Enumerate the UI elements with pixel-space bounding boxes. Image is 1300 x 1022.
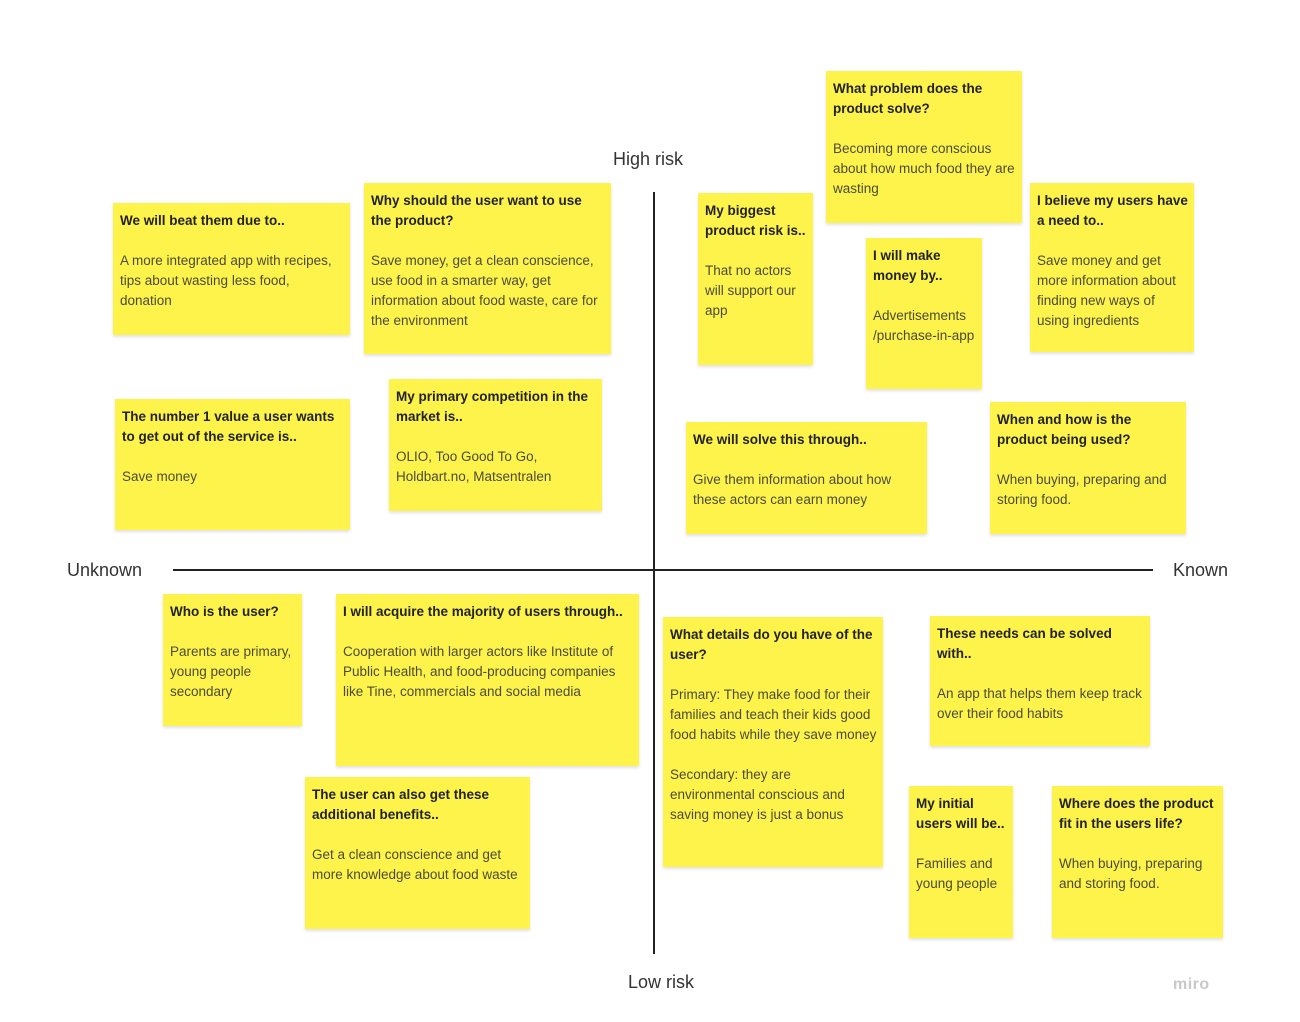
note-title: The user can also get these additional b… (312, 787, 490, 822)
sticky-note-value[interactable]: The number 1 value a user wants to get o… (115, 399, 350, 530)
note-title: My biggest product risk is.. (705, 203, 806, 238)
note-body: Families and young people (916, 856, 998, 891)
note-body: Save money (122, 469, 198, 484)
sticky-note-fit[interactable]: Where does the product fit in the users … (1052, 786, 1223, 938)
note-body-secondary: Secondary: they are environmental consci… (670, 767, 845, 822)
note-body: Get a clean conscience and get more know… (312, 847, 518, 882)
note-title: I believe my users have a need to.. (1037, 193, 1188, 228)
sticky-note-acquire[interactable]: I will acquire the majority of users thr… (336, 594, 639, 766)
note-body: Save money and get more information abou… (1037, 253, 1176, 328)
sticky-note-make-money[interactable]: I will make money by.. Advertisements /p… (866, 238, 982, 389)
note-title: My initial users will be.. (916, 796, 1005, 831)
note-title: What problem does the product solve? (833, 81, 983, 116)
note-title: What details do you have of the user? (670, 627, 873, 662)
note-body: Give them information about how these ac… (693, 472, 892, 507)
note-body: Primary: They make food for their famili… (670, 687, 877, 742)
note-body: An app that helps them keep track over t… (937, 686, 1142, 721)
sticky-note-users-need[interactable]: I believe my users have a need to.. Save… (1030, 183, 1194, 352)
note-body: OLIO, Too Good To Go, Holdbart.no, Matse… (396, 449, 552, 484)
note-body: Save money, get a clean conscience, use … (371, 253, 598, 328)
note-body: Cooperation with larger actors like Inst… (343, 644, 616, 699)
note-title: Who is the user? (170, 604, 279, 619)
note-title: Why should the user want to use the prod… (371, 193, 582, 228)
note-title: Where does the product fit in the users … (1059, 796, 1214, 831)
note-body: Becoming more conscious about how much f… (833, 141, 1015, 196)
note-body: When buying, preparing and storing food. (997, 472, 1167, 507)
sticky-note-problem[interactable]: What problem does the product solve? Bec… (826, 71, 1022, 223)
axis-label-unknown: Unknown (67, 560, 143, 580)
note-title: When and how is the product being used? (997, 412, 1132, 447)
sticky-note-benefits[interactable]: The user can also get these additional b… (305, 777, 530, 929)
axis-label-low-risk: Low risk (628, 972, 695, 992)
note-title: We will beat them due to.. (120, 213, 285, 228)
sticky-note-competition[interactable]: My primary competition in the market is.… (389, 379, 602, 511)
note-title: The number 1 value a user wants to get o… (122, 409, 335, 444)
sticky-note-beat[interactable]: We will beat them due to.. A more integr… (113, 203, 350, 335)
note-body: Advertisements /purchase-in-app (873, 308, 975, 343)
axis-label-high-risk: High risk (613, 149, 684, 169)
note-title: These needs can be solved with.. (937, 626, 1112, 661)
note-title: My primary competition in the market is.… (396, 389, 589, 424)
sticky-note-when-how[interactable]: When and how is the product being used? … (990, 402, 1186, 534)
note-title: I will acquire the majority of users thr… (343, 604, 623, 619)
sticky-note-why-use[interactable]: Why should the user want to use the prod… (364, 183, 611, 354)
note-body: When buying, preparing and storing food. (1059, 856, 1203, 891)
miro-watermark: miro (1173, 976, 1210, 993)
note-title: I will make money by.. (873, 248, 943, 283)
sticky-note-details[interactable]: What details do you have of the user? Pr… (663, 617, 883, 867)
note-body: A more integrated app with recipes, tips… (120, 253, 332, 308)
horizontal-axis (173, 569, 1153, 571)
sticky-note-initial-users[interactable]: My initial users will be.. Families and … (909, 786, 1013, 938)
axis-label-known: Known (1173, 560, 1229, 580)
note-body: That no actors will support our app (705, 263, 796, 318)
note-title: We will solve this through.. (693, 432, 867, 447)
sticky-note-who-user[interactable]: Who is the user? Parents are primary, yo… (163, 594, 302, 726)
sticky-note-biggest-risk[interactable]: My biggest product risk is.. That no act… (698, 193, 813, 365)
sticky-note-needs-solved[interactable]: These needs can be solved with.. An app … (930, 616, 1150, 746)
sticky-note-solve-through[interactable]: We will solve this through.. Give them i… (686, 422, 927, 534)
vertical-axis (653, 192, 655, 954)
note-body: Parents are primary, young people second… (170, 644, 292, 699)
